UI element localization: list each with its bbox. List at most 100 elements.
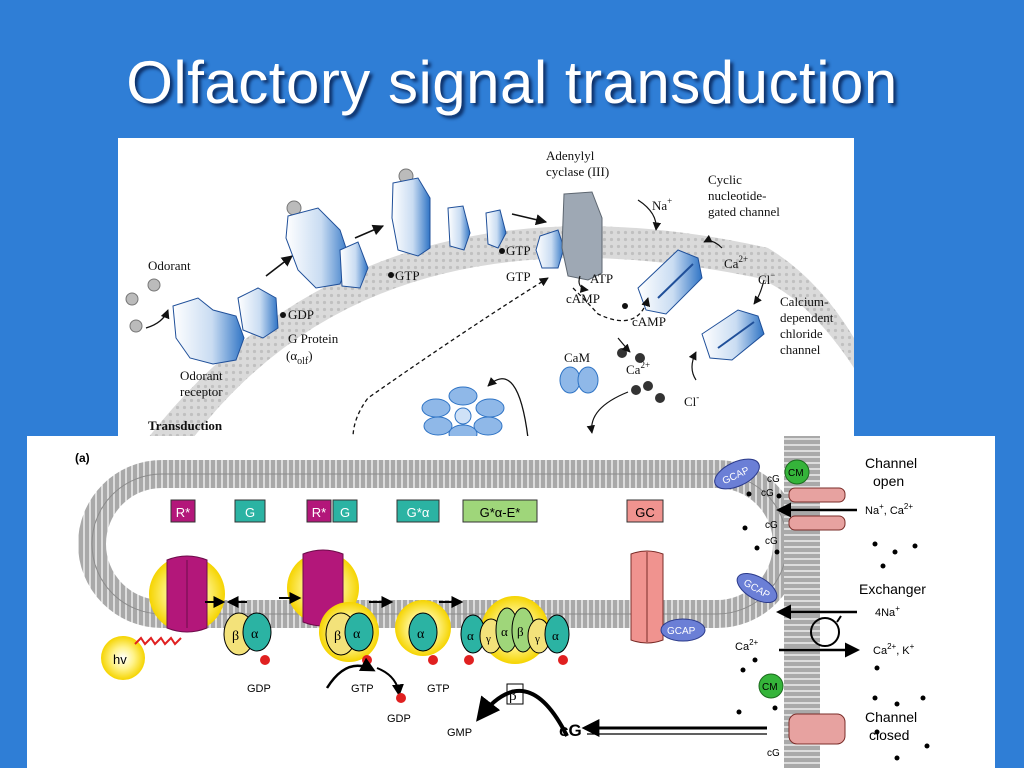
- state-box: [396, 499, 440, 523]
- label-cg-2: cG: [761, 488, 774, 499]
- label-odorant-receptor-2: receptor: [180, 384, 223, 399]
- label-beta-1: β: [232, 629, 239, 644]
- state-box: [234, 499, 266, 523]
- label-cg-5: cG: [767, 748, 780, 759]
- label-adenylyl-2: cyclase (III): [546, 164, 609, 179]
- odorant-molecules: [125, 278, 161, 333]
- label-cl-1: Cl−: [758, 270, 775, 287]
- transducin-inactive: β α: [223, 612, 272, 665]
- light-photon: hv: [101, 636, 182, 680]
- cell-membrane: [148, 226, 854, 438]
- state-box-label: R*: [176, 505, 190, 520]
- label-cacl-1: Calcium-: [780, 294, 828, 309]
- calcium-ions: [617, 348, 665, 403]
- panel-label-a: (a): [75, 451, 90, 465]
- cng-channel: [637, 249, 703, 315]
- label-na: Na+: [652, 196, 672, 213]
- label-odorant-receptor-1: Odorant: [180, 368, 223, 383]
- label-cam: CaM: [564, 350, 590, 365]
- odorant-receptor: [172, 297, 245, 365]
- label-beta-2: β: [334, 629, 341, 644]
- gcap-2: GCAP: [714, 458, 760, 490]
- label-exchanger: Exchanger: [859, 581, 926, 597]
- label-ca-k: Ca2+, K+: [873, 642, 915, 657]
- label-gtp-3: GTP: [506, 269, 531, 284]
- pde-complex: α γ α β γ α: [460, 596, 570, 665]
- label-alpha-6: α: [552, 628, 559, 643]
- calmodulin-cm-2: CM: [758, 673, 784, 699]
- label-gtp-1: GTP: [395, 268, 420, 283]
- label-gamma-2: γ: [534, 633, 540, 645]
- calcium-dependent-chloride-channel: [701, 309, 765, 361]
- label-cl-2: Cl-: [684, 392, 699, 409]
- g-protein-alpha-olf: [237, 287, 279, 339]
- gcap-1: GCAP: [660, 618, 706, 642]
- receptor-release: [391, 168, 507, 257]
- label-alpha-1: α: [251, 627, 259, 642]
- label-na-ca: Na+, Ca2+: [865, 502, 913, 517]
- activated-receptor: [285, 200, 369, 289]
- label-hv: hv: [113, 652, 127, 667]
- state-box-label: G: [245, 505, 255, 520]
- label-cg-1: cG: [767, 474, 780, 485]
- label-cacl-3: chloride: [780, 326, 823, 341]
- gcap-3: GCAP: [736, 572, 778, 604]
- g-alpha-gtp-bottom: α: [395, 600, 451, 665]
- label-transduction: Transduction: [148, 418, 223, 433]
- label-ca-2: Ca2+: [626, 360, 650, 377]
- calmodulin: [559, 366, 599, 394]
- label-gtp-1: GTP: [351, 683, 374, 695]
- label-cg-big: cG: [559, 721, 582, 740]
- label-gdp-2: GDP: [387, 713, 411, 725]
- label-alpha-4: α: [467, 628, 474, 643]
- state-box: [306, 499, 332, 523]
- adenylyl-cyclase: [561, 191, 603, 281]
- state-box: [332, 499, 358, 523]
- state-box-label: G*α: [407, 505, 430, 520]
- label-channel-closed-1: Channel: [865, 709, 917, 725]
- transducin-exchange: β α: [319, 602, 379, 665]
- label-alpha-olf: (αolf): [286, 348, 313, 367]
- label-alpha-3: α: [417, 627, 425, 642]
- label-alpha-5: α: [501, 624, 508, 639]
- label-ca-in: Ca2+: [735, 638, 759, 653]
- label-adenylyl-1: Adenylyl: [546, 148, 595, 163]
- transduction-diagram-panel: Odorant Odorant receptor GDP G Protein (…: [118, 138, 854, 438]
- label-gdp: GDP: [288, 307, 314, 322]
- label-gtp-2: GTP: [506, 243, 531, 258]
- svg-text:GCAP: GCAP: [667, 626, 696, 637]
- label-channel-open-1: Channel: [865, 455, 917, 471]
- calmodulin-cm-1: CM: [784, 459, 810, 485]
- label-beta-3: β: [517, 624, 524, 639]
- label-ca-1: Ca2+: [724, 254, 748, 271]
- svg-text:CM: CM: [762, 682, 778, 693]
- state-box-label: R*: [312, 505, 326, 520]
- label-cg-3: cG: [765, 520, 778, 531]
- state-box-label: GC: [635, 505, 655, 520]
- label-gamma-1: γ: [485, 633, 491, 645]
- label-alpha-2: α: [353, 627, 361, 642]
- disc-membrane: [78, 460, 801, 628]
- label-4na: 4Na+: [875, 604, 900, 619]
- label-odorant: Odorant: [148, 258, 191, 273]
- slide-title: Olfactory signal transduction: [126, 49, 898, 116]
- exchanger-cycle: [810, 615, 842, 647]
- label-gmp: GMP: [447, 727, 472, 739]
- g-alpha-gtp: [535, 229, 565, 269]
- label-cng-1: Cyclic: [708, 172, 742, 187]
- protein-cluster: [421, 386, 505, 438]
- rhodopsin-activated: [149, 555, 225, 633]
- state-box-label: G: [340, 505, 350, 520]
- state-box: [462, 499, 538, 523]
- label-camp-1: cAMP: [566, 291, 600, 306]
- state-box: [170, 499, 196, 523]
- label-gdp-1: GDP: [247, 683, 271, 695]
- label-channel-closed-2: closed: [869, 727, 909, 743]
- label-cg-4: cG: [765, 536, 778, 547]
- label-gtp-2: GTP: [427, 683, 450, 695]
- cng-channel-closed: [788, 713, 846, 745]
- label-cng-3: gated channel: [708, 204, 780, 219]
